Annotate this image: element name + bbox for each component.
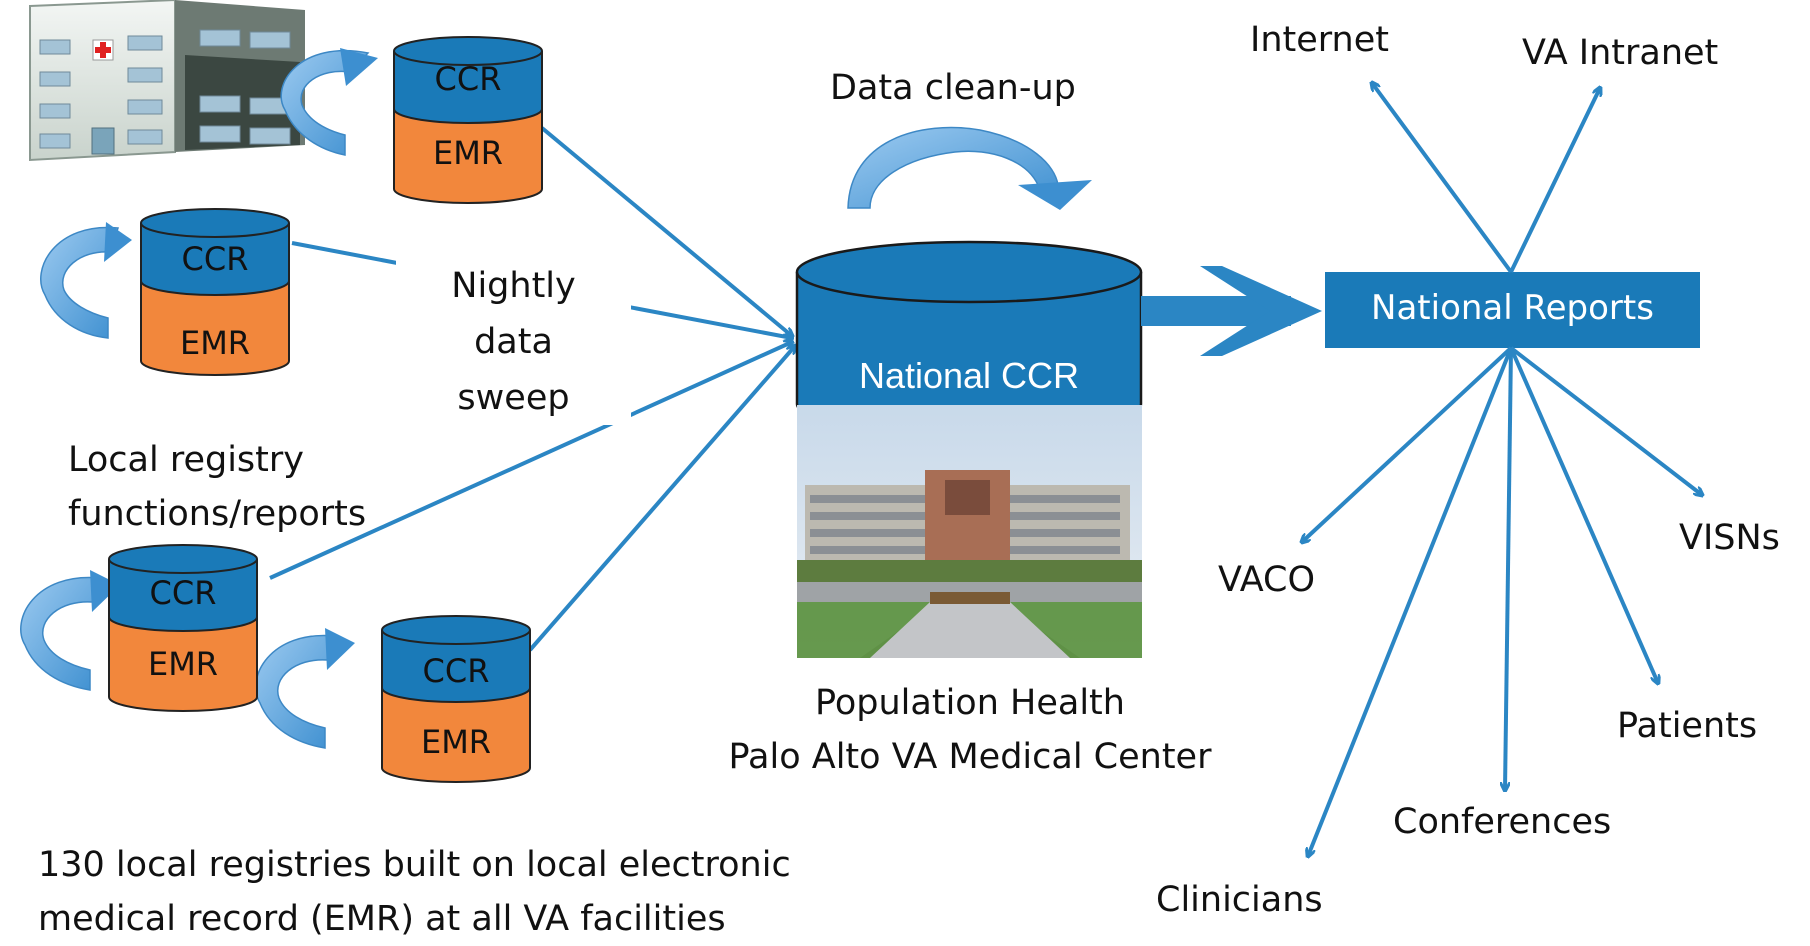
flow-line-1 xyxy=(540,126,792,336)
dest-vaco: VACO xyxy=(1218,560,1316,600)
national-caption-line-1: Population Health xyxy=(815,683,1125,723)
local-db-2 xyxy=(140,208,290,376)
hospital-building-icon xyxy=(29,0,305,162)
arrow-visns xyxy=(1509,346,1702,495)
big-arrow-to-reports xyxy=(1141,266,1322,356)
footer-line-1: 130 local registries built on local elec… xyxy=(38,845,791,885)
national-reports-box xyxy=(1325,272,1700,348)
footer-line-2: medical record (EMR) at all VA facilitie… xyxy=(38,899,726,939)
local-db-1-emr-label: EMR xyxy=(432,134,504,172)
sweep-label: Nightly data sweep xyxy=(406,258,621,426)
local-db-3-emr-label: EMR xyxy=(147,645,219,683)
dest-conferences: Conferences xyxy=(1393,802,1612,842)
local-db-1-ccr-label: CCR xyxy=(434,60,502,98)
dest-internet: Internet xyxy=(1250,20,1389,60)
local-curl-1 xyxy=(280,48,378,156)
arrow-intranet xyxy=(1509,88,1600,273)
flow-line-4 xyxy=(528,346,795,652)
red-cross-icon xyxy=(92,39,114,61)
footer-text: 130 local registries built on local elec… xyxy=(38,838,791,946)
local-db-3 xyxy=(108,544,258,712)
dest-patients: Patients xyxy=(1617,706,1758,746)
local-db-3-ccr-label: CCR xyxy=(149,574,217,612)
local-db-4-emr-label: EMR xyxy=(420,723,492,761)
dest-clinicians: Clinicians xyxy=(1156,880,1323,920)
national-caption: Population Health Palo Alto VA Medical C… xyxy=(690,676,1250,784)
data-flow-lines xyxy=(269,126,795,652)
arrow-internet xyxy=(1372,83,1513,274)
arrow-patients xyxy=(1509,347,1658,683)
cleanup-label: Data clean-up xyxy=(830,68,1076,108)
arrow-clinicians xyxy=(1308,347,1513,856)
local-functions-line-1: Local registry xyxy=(68,440,304,480)
local-db-4 xyxy=(381,615,531,783)
sweep-line-3: sweep xyxy=(457,378,570,418)
sweep-line-1: Nightly xyxy=(451,266,576,306)
dest-va-intranet: VA Intranet xyxy=(1522,33,1719,73)
dest-visns: VISNs xyxy=(1679,518,1780,558)
local-db-2-emr-label: EMR xyxy=(179,324,251,362)
sweep-line-2: data xyxy=(474,322,553,362)
local-curl-2 xyxy=(40,222,132,339)
local-db-1 xyxy=(393,36,543,204)
local-functions-line-2: functions/reports xyxy=(68,494,367,534)
national-ccr-label: National CCR xyxy=(858,355,1080,396)
national-reports-label: National Reports xyxy=(1371,288,1654,328)
local-curl-3 xyxy=(20,570,120,691)
arrow-vaco xyxy=(1302,346,1513,542)
local-functions-label: Local registry functions/reports xyxy=(68,433,366,541)
national-caption-line-2: Palo Alto VA Medical Center xyxy=(728,737,1212,777)
arrow-conferences xyxy=(1505,347,1513,790)
national-ccr-cylinder xyxy=(795,240,1143,436)
data-cleanup-arrow xyxy=(847,126,1092,210)
flow-line-3 xyxy=(269,342,792,580)
local-db-4-ccr-label: CCR xyxy=(422,652,490,690)
local-db-2-ccr-label: CCR xyxy=(181,240,249,278)
medical-center-photo xyxy=(797,405,1142,658)
local-curl-4 xyxy=(255,628,355,749)
sweep-label-backdrop xyxy=(396,250,631,425)
distribution-arrows xyxy=(1302,83,1702,856)
